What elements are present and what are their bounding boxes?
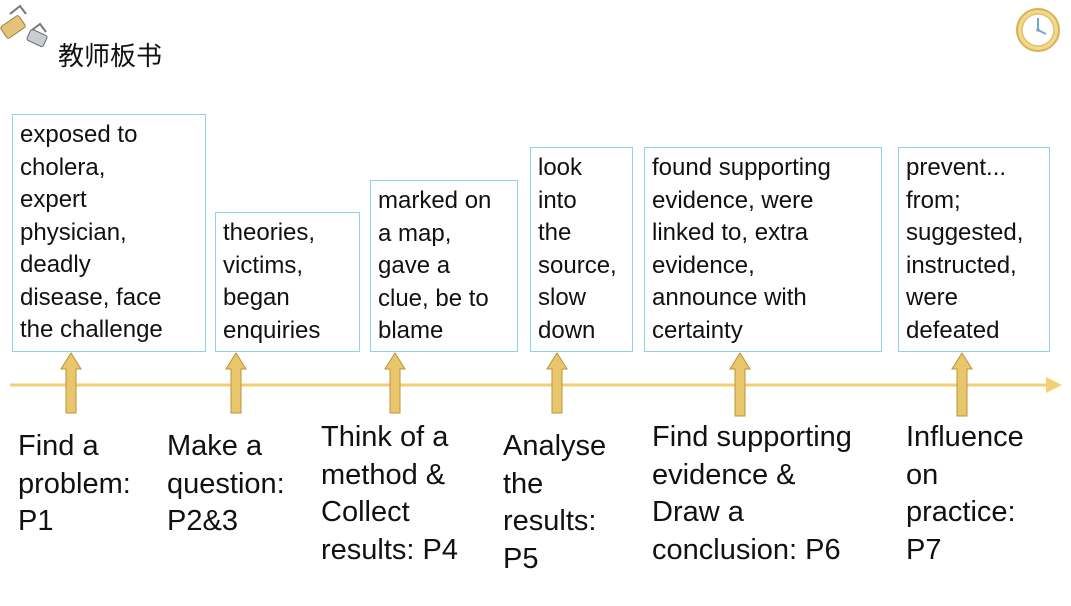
binder-clip-icon (0, 4, 48, 48)
timeline-arrowhead (1046, 377, 1062, 393)
step-arrow-1 (60, 352, 82, 414)
step-label-2: Make a question: P2&3 (167, 430, 285, 537)
step-label-4: Analyse the results: P5 (503, 430, 607, 575)
step-arrow-6 (951, 352, 973, 417)
step-arrow-5 (729, 352, 751, 417)
page-title: 教师板书 (58, 42, 163, 72)
step-arrows (60, 352, 973, 417)
keyword-box-4: look into the source, slow down (530, 147, 633, 352)
keyword-box-6: prevent... from; suggested, instructed, … (898, 147, 1050, 352)
step-label-6: Influence on practice: P7 (906, 421, 1024, 566)
step-label-5: Find supporting evidence & Draw a conclu… (652, 421, 852, 566)
keyword-box-2: theories, victims, began enquiries (215, 212, 360, 352)
step-arrow-4 (546, 352, 568, 414)
clock-icon (1016, 8, 1060, 52)
keyword-box-5: found supporting evidence, were linked t… (644, 147, 882, 352)
timeline (10, 352, 1062, 417)
step-label-1: Find a problem: P1 (18, 430, 131, 537)
step-arrow-3 (384, 352, 406, 414)
keyword-box-3: marked on a map, gave a clue, be to blam… (370, 180, 518, 352)
keyword-box-1: exposed to cholera, expert physician, de… (12, 114, 206, 352)
step-arrow-2 (225, 352, 247, 414)
step-label-3: Think of a method & Collect results: P4 (321, 421, 458, 566)
